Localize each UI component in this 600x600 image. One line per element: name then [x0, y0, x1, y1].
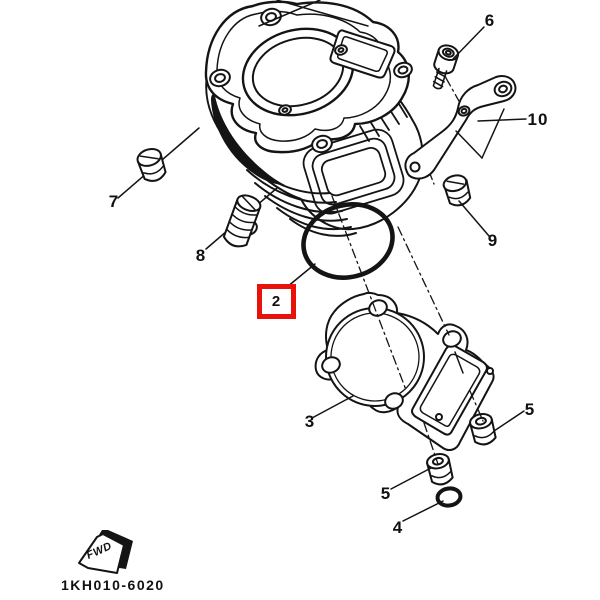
callout-6: 6	[484, 11, 496, 30]
drawing-code: 1KH010-6020	[61, 577, 165, 593]
part-6-bolt-drawing	[432, 44, 460, 90]
callout-9: 9	[487, 231, 499, 250]
part-9-dowel-drawing	[442, 174, 472, 207]
callout-4: 4	[392, 518, 404, 537]
center-lines	[331, 195, 484, 465]
highlight-box-part-2[interactable]: 2	[257, 284, 296, 319]
fwd-arrow-symbol: FWD	[70, 526, 140, 582]
part-4-o-ring-drawing	[435, 486, 463, 508]
part-2-o-ring-drawing	[301, 202, 395, 280]
part-7-dowel-drawing	[136, 147, 167, 182]
part-8-stud-drawing	[222, 194, 262, 248]
callout-10: 10	[527, 110, 549, 129]
callout-2: 2	[271, 293, 282, 310]
callout-5a: 5	[524, 400, 536, 419]
callout-8: 8	[195, 246, 207, 265]
part-3-gasket-drawing	[314, 291, 495, 451]
part-5b-dowel-drawing	[426, 452, 454, 486]
callout-5b: 5	[380, 484, 392, 503]
leader-lines	[258, 0, 527, 522]
part-5a-dowel-drawing	[469, 412, 497, 446]
cylinder-block-drawing	[204, 0, 424, 237]
cylinder-bore	[241, 27, 355, 117]
callout-7: 7	[108, 192, 120, 211]
fwd-arrow-icon	[78, 530, 133, 574]
part-10-bracket-drawing	[404, 75, 517, 180]
callout-3: 3	[304, 412, 316, 431]
